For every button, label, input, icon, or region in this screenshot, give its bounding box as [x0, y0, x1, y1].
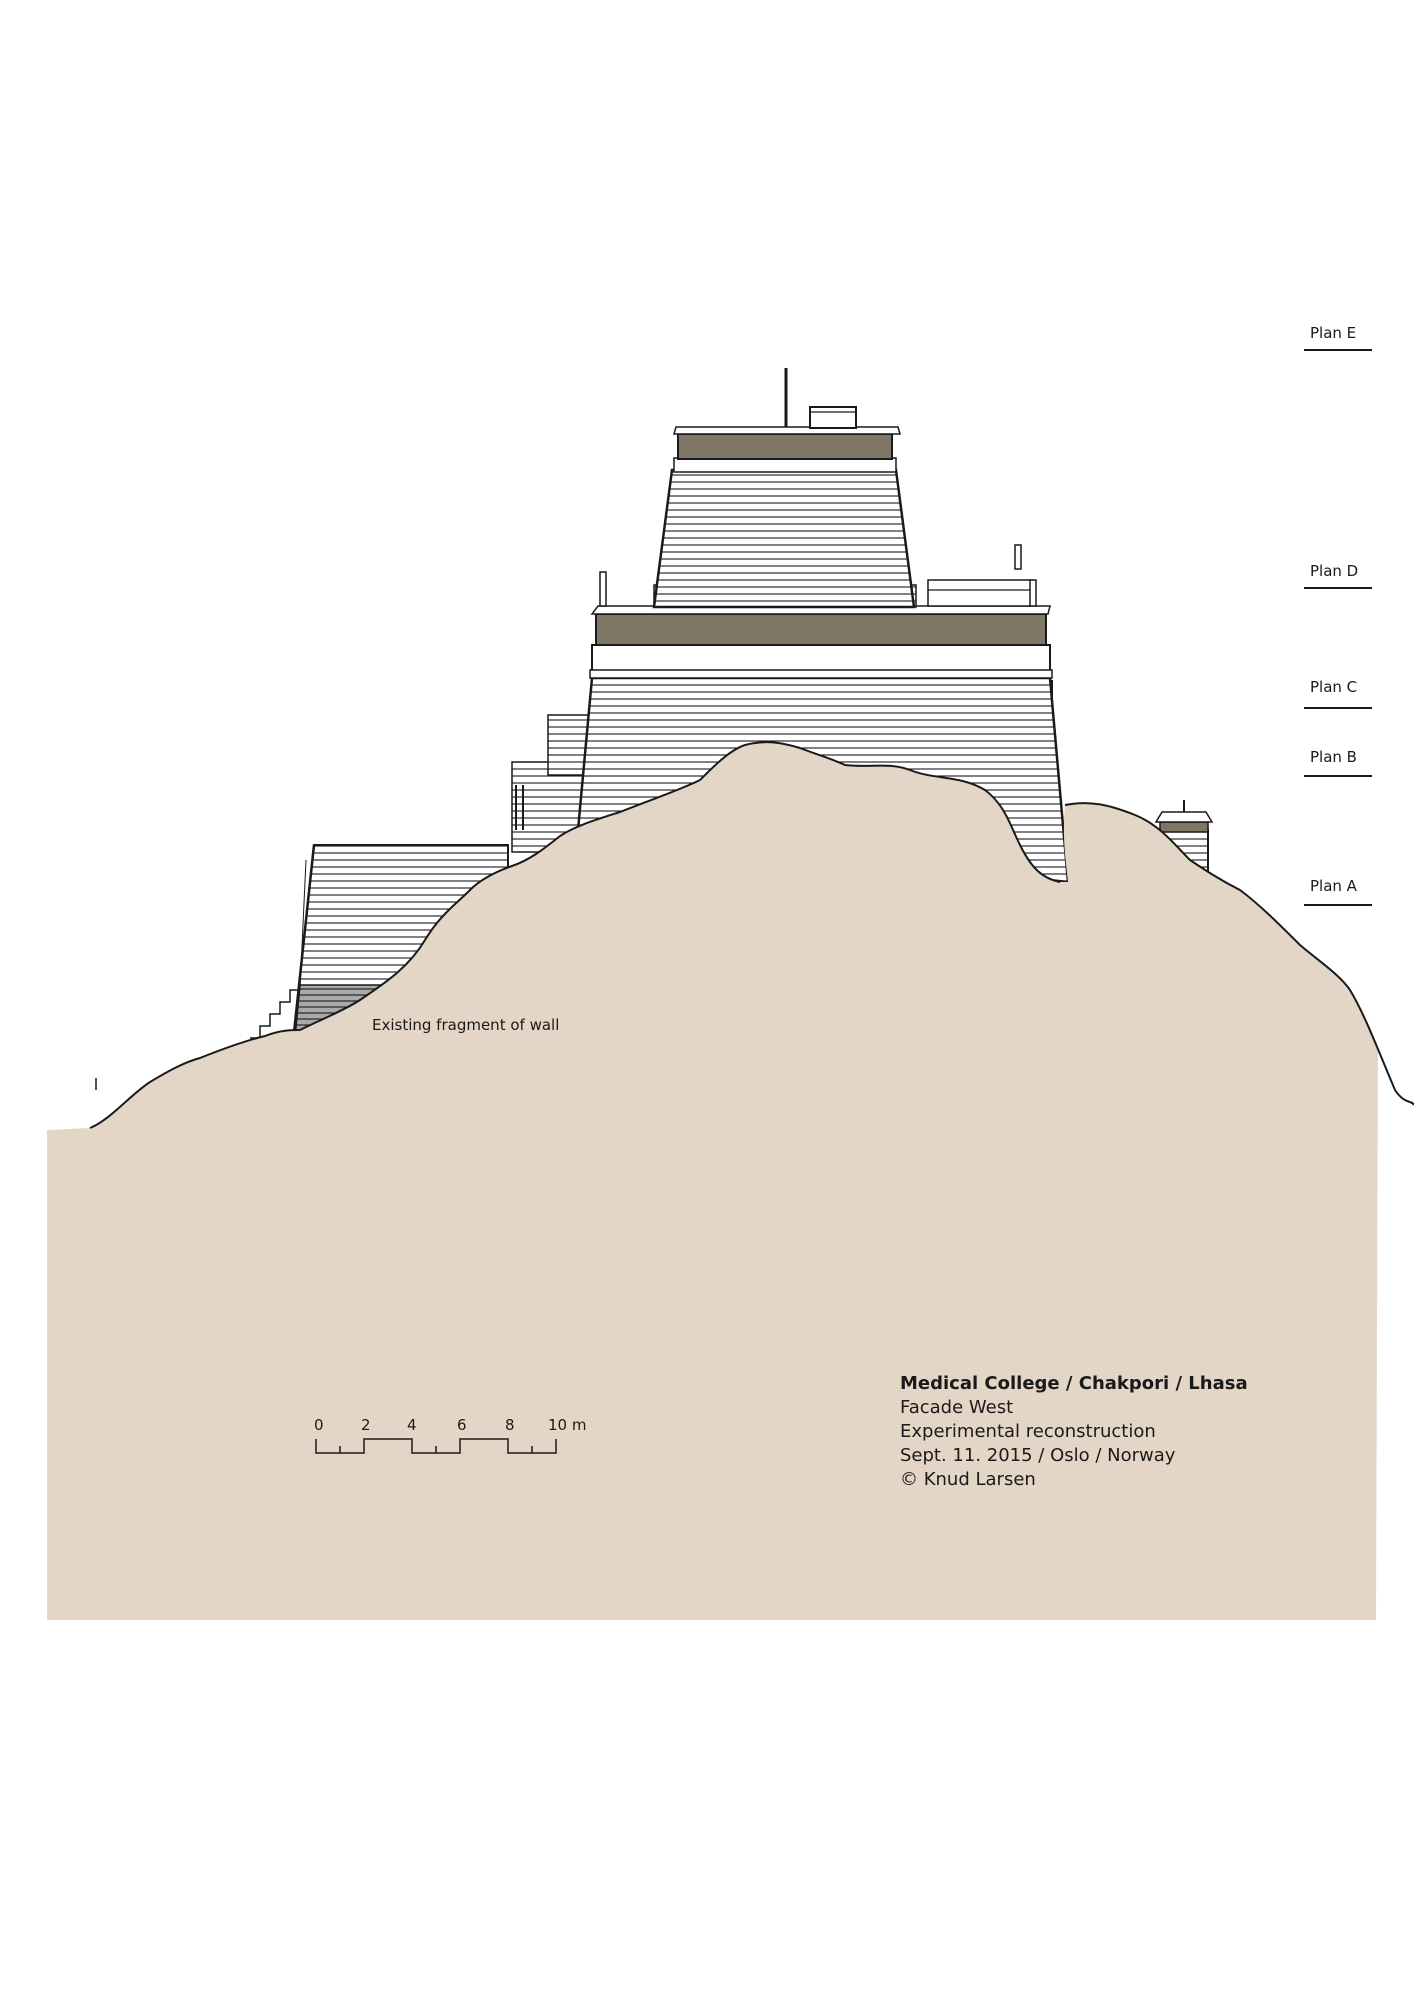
plan-label-e: Plan E	[1310, 324, 1356, 342]
scale-tick-10: 10 m	[548, 1416, 586, 1434]
left-stairs	[250, 989, 300, 1039]
plan-level-c: Plan C	[1304, 678, 1372, 709]
scale-tick-6: 6	[457, 1416, 467, 1434]
plan-levels: Plan E Plan D Plan C Plan B Plan A	[1304, 324, 1372, 906]
left-roof-post	[599, 571, 607, 607]
roof-chimney	[809, 406, 857, 429]
scale-tick-8: 8	[505, 1416, 515, 1434]
plan-level-a: Plan A	[1304, 877, 1372, 906]
plan-level-d: Plan D	[1304, 562, 1372, 589]
scale-tick-4: 4	[407, 1416, 417, 1434]
fragment-annotation: Existing fragment of wall	[372, 1016, 559, 1034]
drawing-copyright: © Knud Larsen	[900, 1469, 1036, 1490]
drawing-description: Experimental reconstruction	[900, 1421, 1156, 1442]
top-tower	[652, 468, 916, 609]
main-roof-band	[595, 613, 1047, 646]
scale-bar: 0 2 4 6 8 10 m	[314, 1416, 586, 1454]
plan-label-b: Plan B	[1310, 748, 1357, 766]
roof-parapet-right	[927, 579, 1033, 607]
plan-level-b: Plan B	[1304, 748, 1372, 777]
scale-tick-2: 2	[361, 1416, 371, 1434]
title-block: Medical College / Chakpori / Lhasa Facad…	[900, 1372, 1360, 1492]
drawing-title: Medical College / Chakpori / Lhasa	[900, 1373, 1248, 1394]
drawing-subtitle: Facade West	[900, 1397, 1014, 1418]
plan-label-a: Plan A	[1310, 877, 1358, 895]
hill-outline	[89, 741, 1414, 1129]
plan-level-e: Plan E	[1304, 324, 1372, 351]
scale-tick-0: 0	[314, 1416, 324, 1434]
plan-label-c: Plan C	[1310, 678, 1357, 696]
hill-ground	[47, 742, 1378, 1620]
drawing-date-place: Sept. 11. 2015 / Oslo / Norway	[900, 1445, 1176, 1466]
right-roof-post	[1014, 544, 1022, 570]
tower-roof-band	[677, 433, 893, 460]
plan-label-d: Plan D	[1310, 562, 1358, 580]
